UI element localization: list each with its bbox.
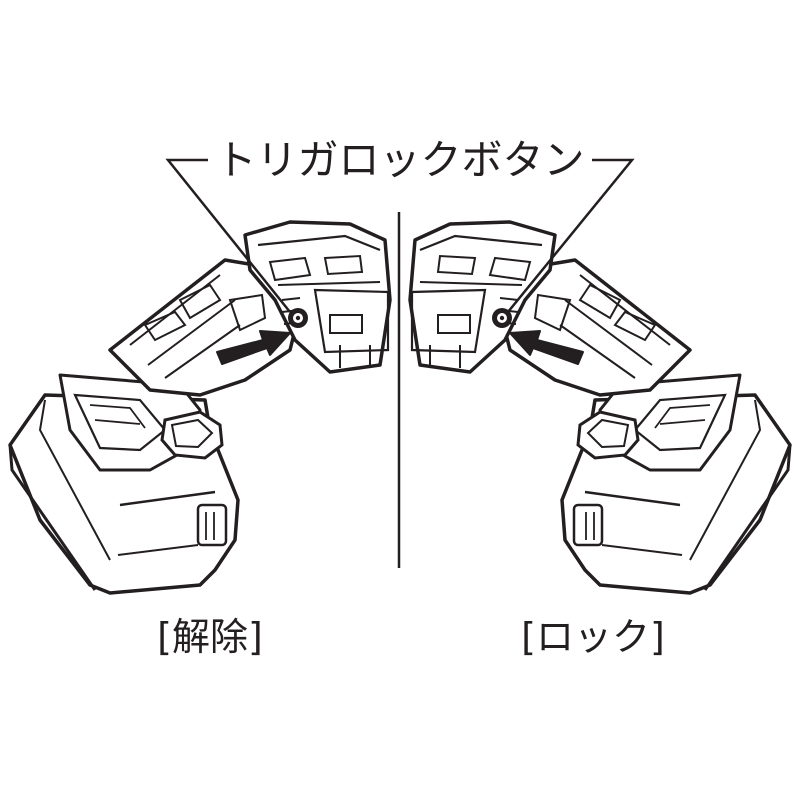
- lock-caption: [ロック]: [521, 615, 665, 659]
- left-push-arrow: [216, 330, 291, 365]
- left-tool-drawing: [8, 220, 392, 595]
- right-tool-drawing: [408, 220, 792, 595]
- right-push-arrow: [509, 330, 584, 365]
- trigger-lock-button-label: トリガロックボタン: [215, 136, 585, 184]
- release-caption: [解除]: [157, 615, 263, 659]
- left-leader-line: [165, 158, 291, 313]
- right-leader-line: [507, 158, 635, 313]
